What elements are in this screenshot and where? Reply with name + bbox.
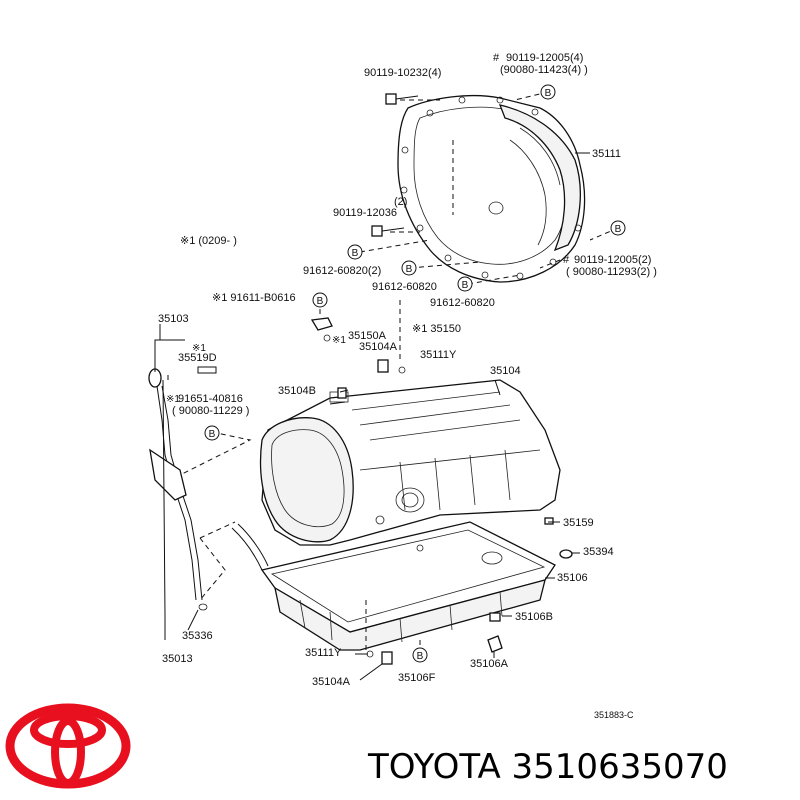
callout-35106f: 35106F — [398, 672, 436, 684]
leader-lines — [154, 91, 619, 681]
callout-35103: 35103 — [158, 313, 189, 325]
logo-vertical-ring — [51, 717, 85, 787]
callout-35106a: 35106A — [470, 658, 509, 670]
oil-pan-drawing — [260, 521, 556, 651]
callout-90119-12036: 90119-12036 — [333, 207, 397, 219]
callout-35150: ※1 35150 — [412, 323, 461, 335]
callout-note-1c: ※1 — [166, 394, 180, 405]
callout-91651-40816: 91651-40816 — [178, 393, 243, 405]
callout-90080-11229: ( 90080-11229 ) — [172, 405, 249, 417]
callout-hash-2: # — [563, 254, 570, 266]
callout-note-1: ※1 — [192, 343, 206, 354]
toyota-logo-icon — [5, 703, 131, 789]
transmission-case-drawing — [259, 379, 561, 546]
callout-35104: 35104 — [490, 365, 521, 377]
callout-90080-11423: (90080-11423(4) ) — [500, 64, 588, 76]
dipstick-drawing — [148, 368, 269, 611]
callout-91612-60820-c: 91612-60820 — [430, 297, 495, 309]
callout-91612-60820-2: 91612-60820(2) — [303, 265, 381, 277]
callout-35336: 35336 — [182, 630, 213, 642]
bell-housing-drawing — [397, 94, 586, 283]
callout-note-0209: ※1 (0209- ) — [180, 235, 237, 247]
ref-bubble-8: B — [417, 651, 424, 662]
callout-35106: 35106 — [557, 572, 588, 584]
callout-35111y-bottom: 35111Y — [305, 647, 342, 659]
ref-bubble-6: B — [317, 296, 324, 307]
callout-90119-10232: 90119-10232(4) — [364, 67, 441, 79]
callout-90119-12005-4: 90119-12005(4) — [506, 52, 583, 64]
ref-bubble-3: B — [352, 248, 359, 259]
reference-bubbles: B B B B B B B B — [204, 84, 626, 663]
callout-35106b: 35106B — [515, 611, 553, 623]
label-plate-shape — [197, 366, 217, 374]
ref-bubble-2: B — [615, 224, 622, 235]
ref-bubble-5: B — [462, 280, 469, 291]
callout-35104a-top: 35104A — [359, 341, 398, 353]
callout-35150a: 35150A — [348, 330, 387, 342]
ref-bubble-7: B — [209, 429, 216, 440]
callout-35394: 35394 — [583, 546, 614, 558]
ref-bubble-1: B — [545, 88, 552, 99]
callout-hash-1: # — [493, 52, 500, 64]
callout-qty-2: (2) — [394, 196, 407, 208]
ref-bubble-4: B — [406, 264, 413, 275]
callout-35013: 35013 — [162, 653, 193, 665]
callout-35104a-bottom: 35104A — [312, 676, 351, 688]
callout-labels: 90119-10232(4) # 90119-12005(4) (90080-1… — [158, 52, 657, 720]
logo-horizontal-ring — [30, 712, 106, 748]
callout-35159: 35159 — [563, 517, 594, 529]
brand-part-number: TOYOTA 3510635070 — [367, 747, 728, 787]
callout-91612-60820-b: 91612-60820 — [372, 281, 437, 293]
callout-90119-12005-2: 90119-12005(2) — [574, 254, 651, 266]
callout-35104b: 35104B — [278, 385, 316, 397]
callout-35111: 35111 — [592, 148, 621, 160]
diagram-reference-code: 351883-C — [594, 710, 634, 720]
callout-90080-11293: ( 90080-11293(2) ) — [566, 266, 657, 278]
small-parts — [310, 93, 573, 665]
callout-91611-b0616: ※1 91611-B0616 — [212, 292, 296, 304]
callout-35519d: 35519D — [178, 352, 217, 364]
callout-note-1b: ※1 — [332, 335, 346, 346]
callout-35111y-top: 35111Y — [420, 349, 457, 361]
